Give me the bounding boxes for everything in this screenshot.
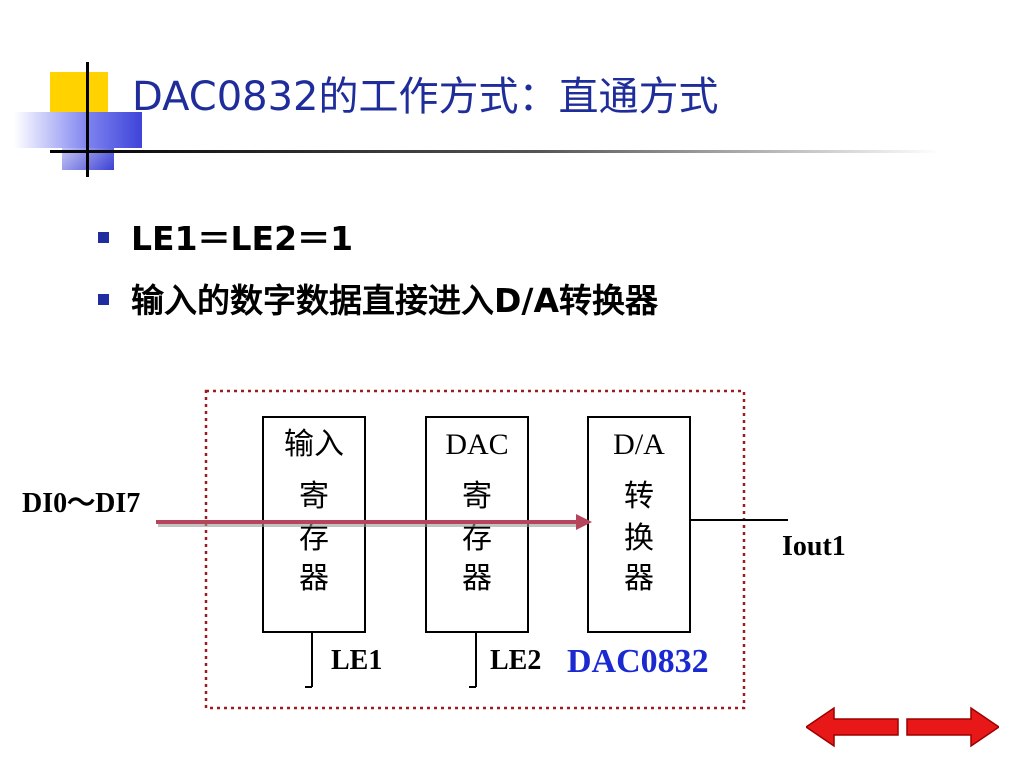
arrow-right-icon <box>906 706 1001 748</box>
slide-title: DAC0832的工作方式：直通方式 <box>132 74 719 120</box>
block-line: DAC <box>445 428 509 461</box>
block-line: 换 <box>624 522 654 555</box>
le2-label: LE2 <box>490 645 542 676</box>
prev-slide-button[interactable] <box>804 704 901 750</box>
bullet-text: LE1＝LE2＝1 <box>131 219 354 258</box>
block-line: 器 <box>462 562 492 595</box>
block-line: 寄 <box>462 480 492 513</box>
block-line: 输入 <box>284 428 344 461</box>
block-line: 存 <box>299 522 329 555</box>
input-label: DI0～DI7 <box>22 488 141 519</box>
chip-label: DAC0832 <box>567 643 709 680</box>
deco-horizontal-rule <box>50 150 940 153</box>
output-label: Iout1 <box>782 531 846 562</box>
block-line: 寄 <box>299 480 329 513</box>
le1-label: LE1 <box>331 645 383 676</box>
bullet-square-icon <box>98 294 109 305</box>
block-line: 器 <box>624 562 654 595</box>
bullet-item: LE1＝LE2＝1 <box>98 212 353 260</box>
title-decoration <box>14 62 940 177</box>
block-line: 存 <box>462 522 492 555</box>
bullet-item: 输入的数字数据直接进入D/A转换器 <box>98 274 658 322</box>
deco-blue-bar <box>14 112 142 148</box>
block-line: D/A <box>613 428 665 461</box>
deco-vertical-line <box>86 62 89 177</box>
da-converter-block: D/A 转 换 器 <box>587 416 691 633</box>
bullet-text: 输入的数字数据直接进入D/A转换器 <box>131 281 658 320</box>
chip-boundary <box>204 389 746 710</box>
bullet-square-icon <box>98 232 109 243</box>
next-slide-button[interactable] <box>904 704 1001 750</box>
block-line: 转 <box>624 480 654 513</box>
block-line: 器 <box>299 562 329 595</box>
arrow-left-icon <box>804 706 899 748</box>
